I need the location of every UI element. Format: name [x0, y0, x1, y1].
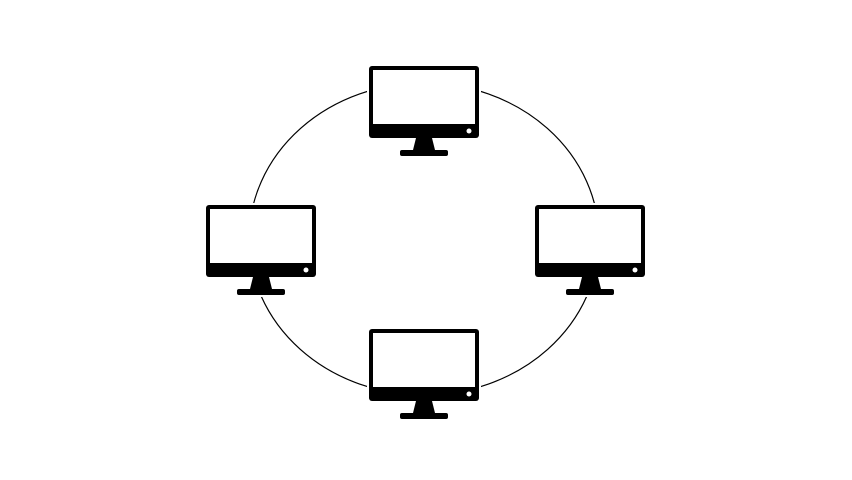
- computer-node-right: [533, 203, 647, 297]
- monitor-stand-neck: [413, 401, 435, 413]
- computer-node-bottom: [367, 327, 481, 421]
- monitor-stand-neck: [250, 277, 272, 289]
- monitor-stand-neck: [413, 138, 435, 150]
- computer-node-left: [204, 203, 318, 297]
- computer-node-top: [367, 64, 481, 158]
- monitor-stand-base: [400, 150, 448, 156]
- monitor-stand-base: [237, 289, 285, 295]
- power-led-icon: [466, 128, 472, 134]
- monitor-stand-base: [566, 289, 614, 295]
- power-led-icon: [303, 267, 309, 273]
- monitor-stand-base: [400, 413, 448, 419]
- monitor-screen: [373, 333, 475, 387]
- monitor-screen: [373, 70, 475, 124]
- power-led-icon: [632, 267, 638, 273]
- power-led-icon: [466, 391, 472, 397]
- nodes-layer: [204, 64, 647, 421]
- monitor-screen: [539, 209, 641, 263]
- monitor-stand-neck: [579, 277, 601, 289]
- monitor-screen: [210, 209, 312, 263]
